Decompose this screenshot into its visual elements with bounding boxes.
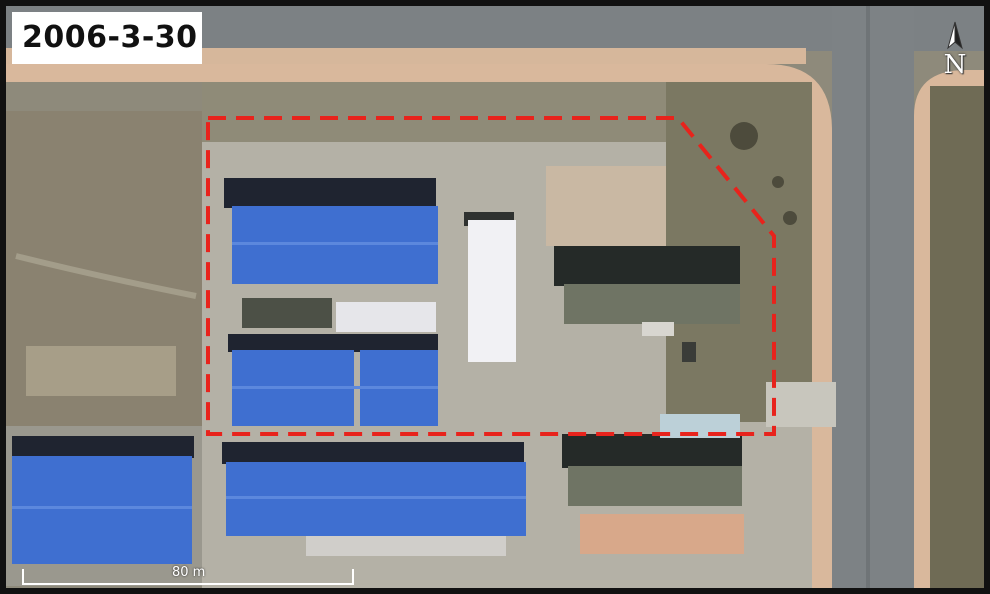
compound-boundary bbox=[206, 116, 776, 436]
scale-line bbox=[22, 569, 354, 585]
date-label: 2006-3-30 bbox=[12, 12, 202, 64]
hangar-shadow-1 bbox=[224, 178, 436, 208]
east-field bbox=[930, 86, 984, 588]
scale-bar: 80 m bbox=[22, 565, 356, 587]
runway bbox=[832, 6, 914, 588]
grey-building-2 bbox=[568, 466, 742, 506]
hangar-roof-3 bbox=[12, 456, 192, 564]
grey-building bbox=[564, 284, 740, 324]
satellite-image bbox=[6, 6, 984, 588]
north-arrow-icon bbox=[947, 21, 963, 50]
north-label: N bbox=[943, 50, 967, 80]
scale-label: 80 m bbox=[172, 565, 206, 580]
white-hall bbox=[468, 220, 516, 362]
north-arrow: N bbox=[938, 20, 972, 82]
